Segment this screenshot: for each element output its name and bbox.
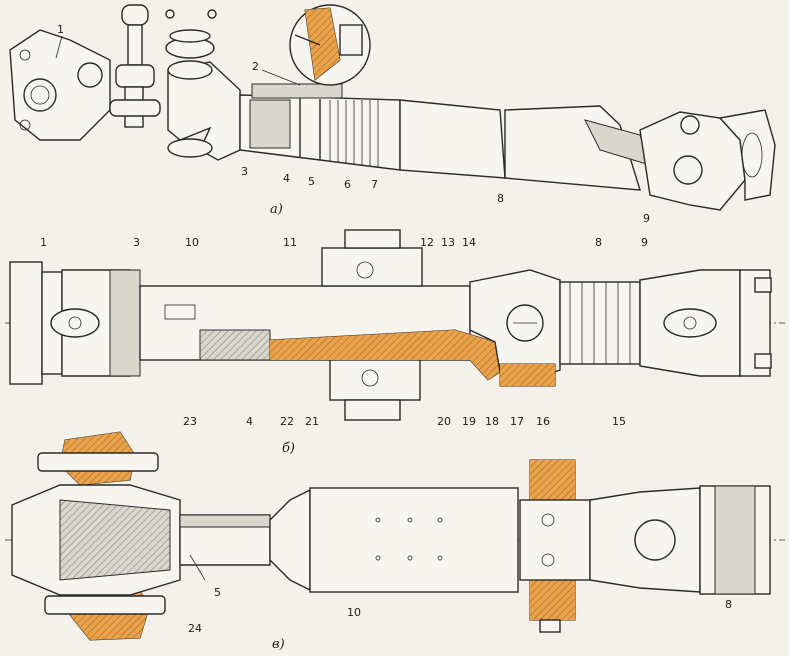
view-v-right-joint: [589, 485, 771, 595]
label-b-11: 11: [283, 236, 297, 249]
label-b-13: 13: [441, 236, 455, 249]
label-b-18: 18: [485, 415, 499, 428]
label-b-16: 16: [536, 415, 550, 428]
label-b-14: 14: [462, 236, 476, 249]
label-b-22: 22: [280, 415, 294, 428]
label-b-17: 17: [510, 415, 524, 428]
view-v-assembly: 5 10 8 24 в): [5, 431, 785, 652]
label-v-8: 8: [725, 598, 732, 611]
caption-b: б): [282, 441, 295, 456]
label-b-9: 9: [641, 236, 648, 249]
view-v-labels: 5 10 8 24 в): [188, 554, 732, 652]
view-b-boot: [559, 281, 641, 365]
label-a-6: 6: [344, 178, 351, 191]
label-a-1: 1: [57, 23, 64, 36]
label-v-24: 24: [188, 622, 202, 635]
label-v-10: 10: [347, 606, 361, 619]
shaft-tube: [239, 83, 651, 191]
label-a-9: 9: [643, 212, 650, 225]
label-b-12: 12: [420, 236, 434, 249]
view-b-labels: 1 3 10 11 12 13 14 8 9 23 4 22 21 20 19 …: [40, 236, 648, 456]
view-b-center-joint: [469, 269, 561, 387]
view-a-labels: 1 2 3 4 5 6 7 8 9 а): [55, 23, 650, 225]
label-b-20: 20: [437, 415, 451, 428]
label-a-8: 8: [497, 192, 504, 205]
view-b-left-flange: [9, 261, 141, 385]
inset-detail: [289, 4, 371, 86]
label-b-1: 1: [40, 236, 47, 249]
view-b-right-joint: [639, 269, 772, 377]
label-a-7: 7: [371, 178, 378, 191]
label-a-3: 3: [241, 165, 248, 178]
label-b-21: 21: [305, 415, 319, 428]
label-b-23: 23: [183, 415, 197, 428]
label-a-4: 4: [283, 172, 290, 185]
view-b-support-bearing: [321, 229, 423, 421]
label-v-5: 5: [214, 586, 221, 599]
caption-v: в): [272, 637, 285, 652]
label-b-8: 8: [595, 236, 602, 249]
caption-a: а): [270, 202, 283, 217]
universal-joint-part-9: [639, 109, 776, 211]
flange-part-1: [9, 29, 111, 141]
label-b-4: 4: [246, 415, 253, 428]
label-a-2: 2: [252, 60, 259, 73]
view-b-assembly: 1 3 10 11 12 13 14 8 9 23 4 22 21 20 19 …: [5, 229, 785, 456]
fork-part-3: [167, 60, 241, 161]
view-v-support: [519, 459, 591, 633]
label-a-5: 5: [308, 175, 315, 188]
grease-fitting-parts: [109, 4, 217, 128]
label-b-15: 15: [612, 415, 626, 428]
view-v-spline-shaft: [179, 488, 311, 592]
label-b-19: 19: [462, 415, 476, 428]
label-b-10: 10: [185, 236, 199, 249]
label-b-3: 3: [133, 236, 140, 249]
view-v-tube: [309, 487, 519, 593]
view-v-left-coupling: [11, 431, 181, 641]
view-a-assembly: 1 2 3 4 5 6 7 8 9 а): [9, 4, 776, 225]
